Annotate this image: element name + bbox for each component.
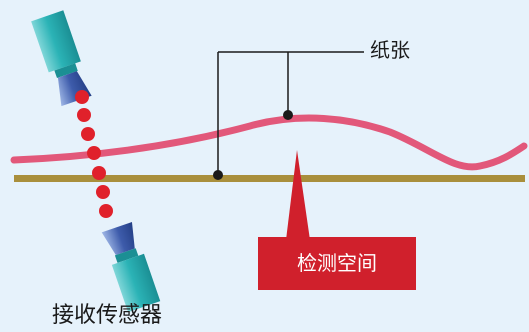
detection-pointer (286, 150, 310, 240)
paper-label: 纸张 (370, 38, 410, 62)
receiver-sensor-icon (101, 221, 161, 313)
receiver-sensor-label: 接收传感器 (52, 303, 163, 328)
paper-sheet (10, 114, 528, 171)
light-beam-dots (75, 90, 113, 218)
detection-space-label: 检测空间 (258, 237, 416, 290)
paper-leader-lines (213, 51, 364, 180)
baseline-bar (14, 175, 525, 182)
